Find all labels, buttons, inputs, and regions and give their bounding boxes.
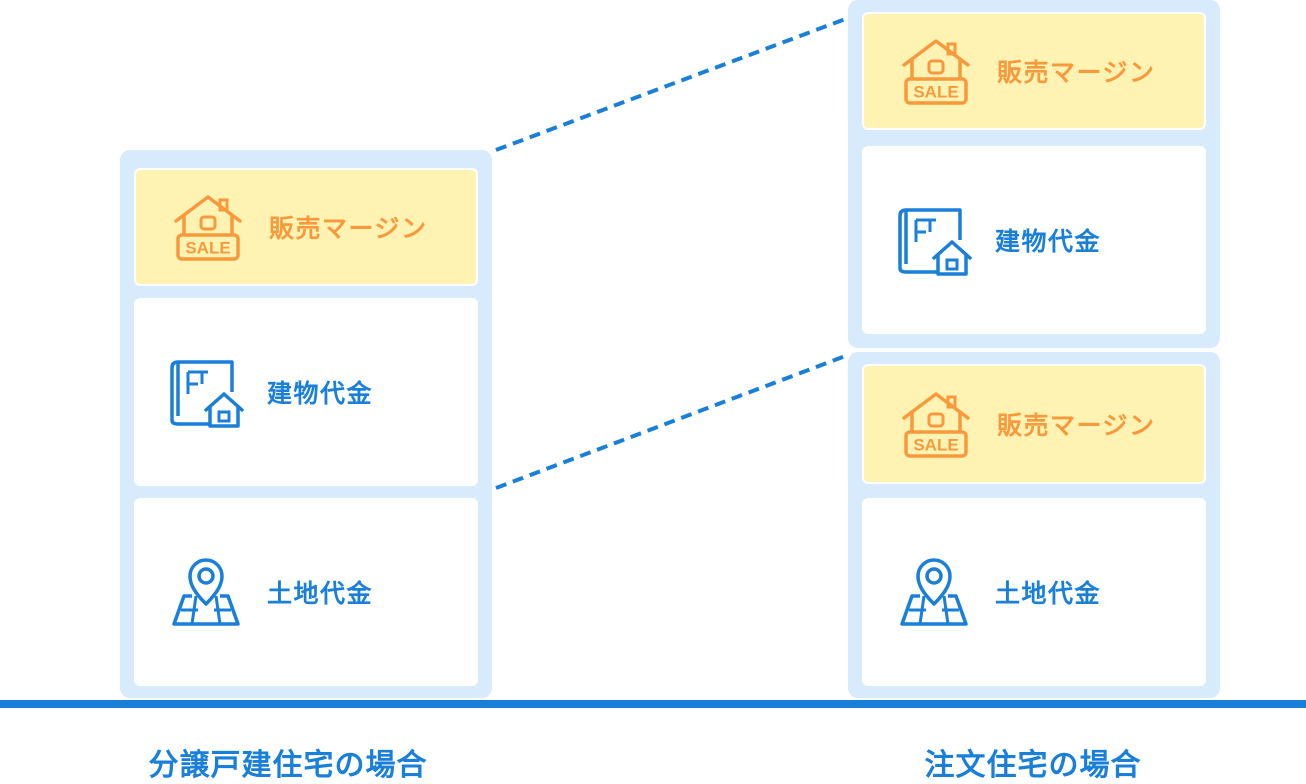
right-building-card: 建物代金 [862,146,1206,334]
sale-house-icon [898,33,974,109]
left-building-label: 建物代金 [267,379,374,408]
right-upper-margin-card: 販売マージン [862,12,1206,130]
ground-line [0,700,1306,708]
left-margin-card: 販売マージン [134,168,478,286]
right-upper-margin-label: 販売マージン [997,58,1156,87]
right-lower-margin-label: 販売マージン [997,411,1156,440]
left-land-card: 土地代金 [134,498,478,686]
right-building-label: 建物代金 [995,227,1102,256]
map-pin-icon [168,554,244,630]
connector-middle [495,353,849,490]
right-lower-margin-card: 販売マージン [862,364,1206,484]
right-lower-frame: 販売マージン 土地代金 [848,352,1220,698]
left-land-label: 土地代金 [267,579,374,608]
left-building-card: 建物代金 [134,298,478,486]
blueprint-house-icon [168,354,244,430]
connector-top [495,16,849,152]
sale-house-icon [898,386,974,462]
left-caption: 分譲戸建住宅の場合 [148,748,428,783]
right-upper-frame: 販売マージン 建物代金 [848,0,1220,348]
left-margin-label: 販売マージン [269,214,428,243]
map-pin-icon [896,554,972,630]
left-stack-frame: 販売マージン 建物代金 土地代金 [120,150,492,698]
sale-house-icon [170,189,246,265]
blueprint-house-icon [896,202,972,278]
right-land-label: 土地代金 [995,579,1102,608]
right-caption: 注文住宅の場合 [924,748,1142,783]
right-land-card: 土地代金 [862,498,1206,686]
